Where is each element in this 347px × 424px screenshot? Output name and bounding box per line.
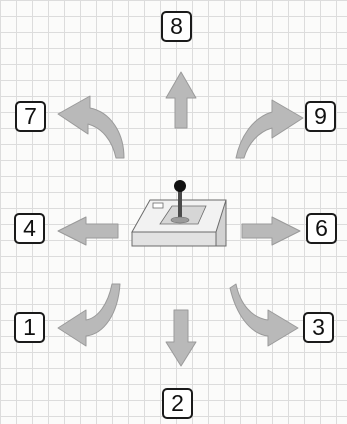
key-9: 9 — [305, 101, 336, 132]
arrow-down-left — [58, 284, 120, 346]
key-4: 4 — [14, 213, 45, 244]
key-3: 3 — [303, 312, 334, 343]
arrow-up — [166, 72, 196, 128]
arrow-right — [242, 217, 300, 245]
arrow-up-left — [58, 96, 124, 158]
key-1: 1 — [14, 312, 45, 343]
arrow-down — [166, 310, 196, 366]
joystick-icon — [132, 180, 226, 246]
key-8: 8 — [161, 11, 192, 42]
key-2: 2 — [162, 388, 193, 419]
arrow-up-right — [236, 100, 303, 158]
arrow-down-right — [230, 284, 298, 346]
key-6: 6 — [306, 213, 337, 244]
key-7: 7 — [15, 101, 46, 132]
arrow-left — [58, 217, 118, 245]
